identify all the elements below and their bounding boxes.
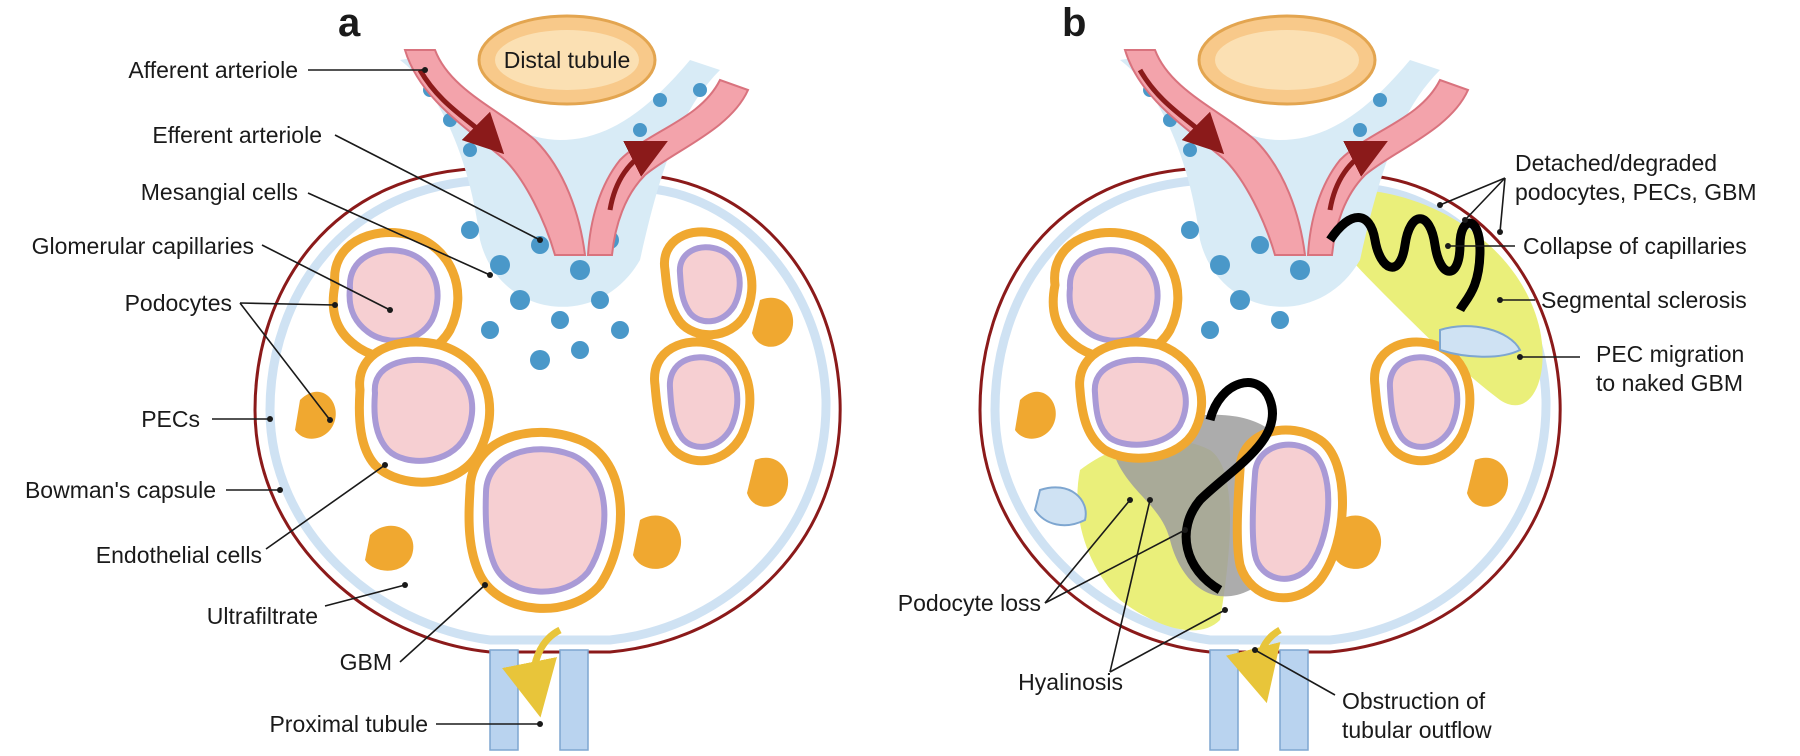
distal-tubule-b-lumen bbox=[1215, 30, 1359, 90]
podocyte-body-a5 bbox=[633, 515, 682, 569]
capillary-b3 bbox=[1249, 441, 1332, 582]
podocyte-body-a4 bbox=[747, 457, 789, 507]
label-hyalinosis: Hyalinosis bbox=[1018, 669, 1123, 695]
distal-tubule-lumen bbox=[495, 30, 639, 90]
label-segmental-sclerosis: Segmental sclerosis bbox=[1541, 287, 1747, 313]
label-collapse-of-capillaries: Collapse of capillaries bbox=[1523, 233, 1747, 259]
capillary-b2 bbox=[1091, 356, 1189, 448]
efferent-arteriole-vessel bbox=[586, 78, 750, 256]
panel-a-letter: a bbox=[338, 1, 361, 45]
afferent-flow-arrow-b bbox=[1137, 68, 1225, 155]
proximal-tubule-a bbox=[489, 649, 589, 751]
capillary-b1 bbox=[1066, 247, 1161, 344]
collapsed-capillary-upper bbox=[1326, 213, 1485, 313]
panel-b: b bbox=[898, 1, 1757, 751]
label-detached-line1: Detached/degraded bbox=[1515, 150, 1717, 176]
capillary-loops-b bbox=[1015, 227, 1509, 603]
label-pec-migration-line2: to naked GBM bbox=[1596, 370, 1743, 396]
label-bowmans-capsule: Bowman's capsule bbox=[25, 477, 216, 503]
label-podocytes: Podocytes bbox=[125, 290, 232, 316]
collapsed-capillary-lower bbox=[1181, 378, 1277, 594]
podocyte-body-a2 bbox=[365, 525, 414, 571]
label-endothelial-cells: Endothelial cells bbox=[96, 542, 262, 568]
capillary-a2 bbox=[371, 356, 476, 464]
leaders-b bbox=[1044, 177, 1580, 696]
label-obstruction-line1: Obstruction of bbox=[1342, 688, 1486, 714]
label-detached-line2: podocytes, PECs, GBM bbox=[1515, 179, 1757, 205]
label-ultrafiltrate: Ultrafiltrate bbox=[207, 603, 318, 629]
label-proximal-tubule: Proximal tubule bbox=[269, 711, 428, 737]
label-podocyte-loss: Podocyte loss bbox=[898, 590, 1041, 616]
label-afferent-arteriole: Afferent arteriole bbox=[128, 57, 298, 83]
label-mesangial-cells: Mesangial cells bbox=[141, 179, 298, 205]
label-obstruction-line2: tubular outflow bbox=[1342, 717, 1492, 743]
pec-migration-cell-lower bbox=[1033, 486, 1087, 527]
efferent-arteriole-vessel-b bbox=[1306, 78, 1470, 256]
panel-b-letter: b bbox=[1062, 1, 1086, 45]
podocyte-body-a1 bbox=[295, 391, 336, 439]
podocyte-body-b2 bbox=[1467, 457, 1509, 507]
pec-migration-cell-upper bbox=[1439, 325, 1522, 358]
ultrafiltrate-flow-arrow-a bbox=[502, 626, 562, 718]
afferent-flow-arrow bbox=[417, 68, 505, 155]
label-pecs: PECs bbox=[141, 406, 200, 432]
distal-tubule-label: Distal tubule bbox=[504, 47, 631, 73]
capillary-loops-a bbox=[295, 227, 794, 613]
capillary-a1 bbox=[346, 247, 441, 344]
label-glomerular-capillaries: Glomerular capillaries bbox=[32, 233, 254, 259]
podocyte-body-b3 bbox=[1333, 515, 1382, 569]
ultrafiltrate-flow-arrow-b bbox=[1226, 626, 1282, 704]
capillary-b4 bbox=[1386, 354, 1461, 450]
label-gbm: GBM bbox=[340, 649, 392, 675]
capillary-a3 bbox=[482, 446, 608, 595]
capillary-a4 bbox=[676, 244, 743, 325]
label-pec-migration-line1: PEC migration bbox=[1596, 341, 1744, 367]
efferent-flow-arrow bbox=[607, 141, 668, 211]
efferent-flow-arrow-b bbox=[1327, 141, 1388, 211]
panel-a: a Distal tubule bbox=[25, 1, 842, 751]
label-efferent-arteriole: Efferent arteriole bbox=[152, 122, 322, 148]
podocyte-body-a3 bbox=[752, 297, 794, 347]
capillary-a5 bbox=[666, 354, 741, 450]
podocyte-body-b1 bbox=[1015, 391, 1056, 439]
leaders-a bbox=[212, 67, 543, 727]
